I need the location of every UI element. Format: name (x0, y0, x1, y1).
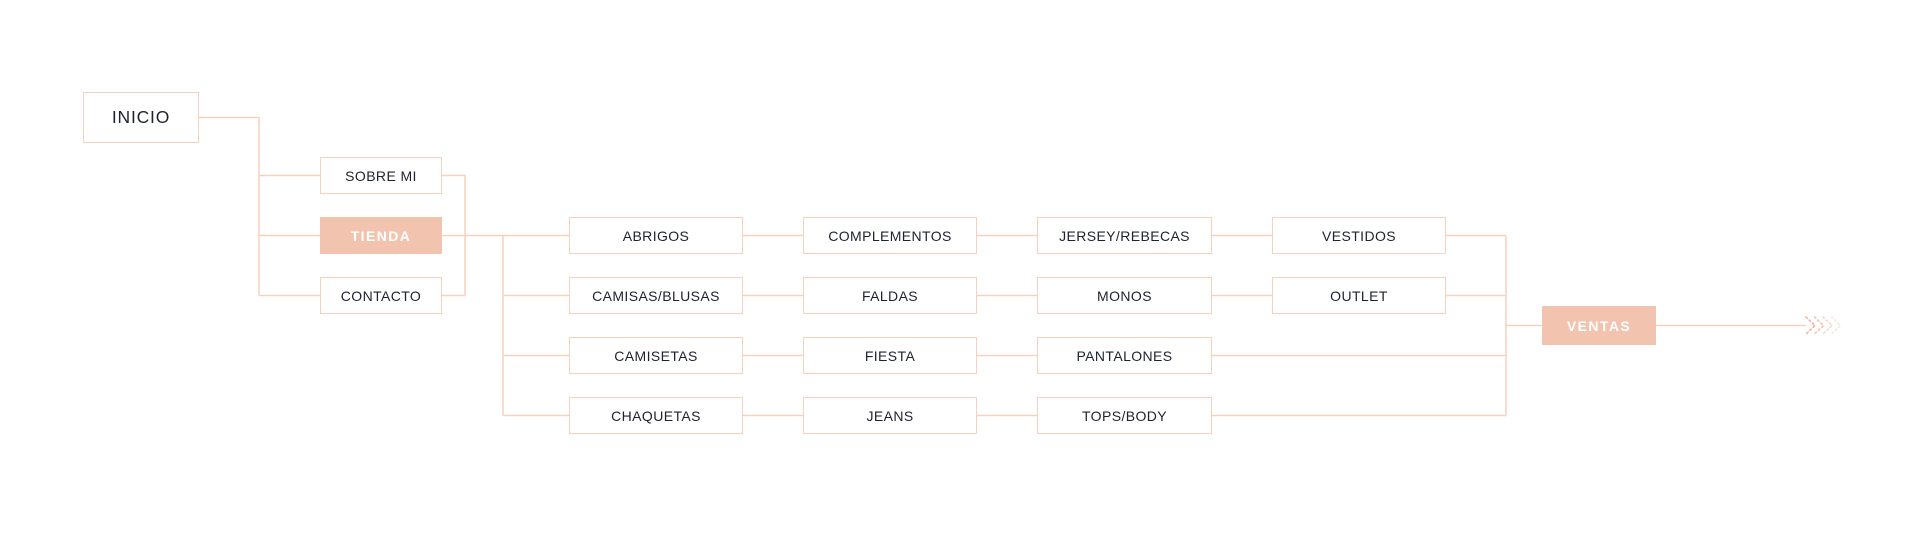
connector-root-trunk (199, 116, 260, 296)
node-pantalones[interactable]: PANTALONES (1037, 337, 1212, 374)
node-camisas-blusas[interactable]: CAMISAS/BLUSAS (569, 277, 743, 314)
node-sobre-mi[interactable]: SOBRE MI (320, 157, 442, 194)
node-outlet[interactable]: OUTLET (1272, 277, 1446, 314)
connector-merge-bracket (1505, 235, 1542, 416)
node-contacto[interactable]: CONTACTO (320, 277, 442, 314)
arrow-chevrons-icon (1805, 316, 1842, 335)
node-monos[interactable]: MONOS (1037, 277, 1212, 314)
node-camisetas[interactable]: CAMISETAS (569, 337, 743, 374)
node-tops-body[interactable]: TOPS/BODY (1037, 397, 1212, 434)
node-tienda[interactable]: TIENDA (320, 217, 442, 254)
node-abrigos[interactable]: ABRIGOS (569, 217, 743, 254)
node-jersey-rebecas[interactable]: JERSEY/REBECAS (1037, 217, 1212, 254)
node-complementos[interactable]: COMPLEMENTOS (803, 217, 977, 254)
node-fiesta[interactable]: FIESTA (803, 337, 977, 374)
node-vestidos[interactable]: VESTIDOS (1272, 217, 1446, 254)
node-inicio[interactable]: INICIO (83, 92, 199, 143)
connector-root-branches (259, 174, 320, 297)
node-ventas[interactable]: VENTAS (1542, 306, 1656, 345)
node-chaquetas[interactable]: CHAQUETAS (569, 397, 743, 434)
node-jeans[interactable]: JEANS (803, 397, 977, 434)
connector-tienda-branches (502, 235, 569, 417)
node-faldas[interactable]: FALDAS (803, 277, 977, 314)
